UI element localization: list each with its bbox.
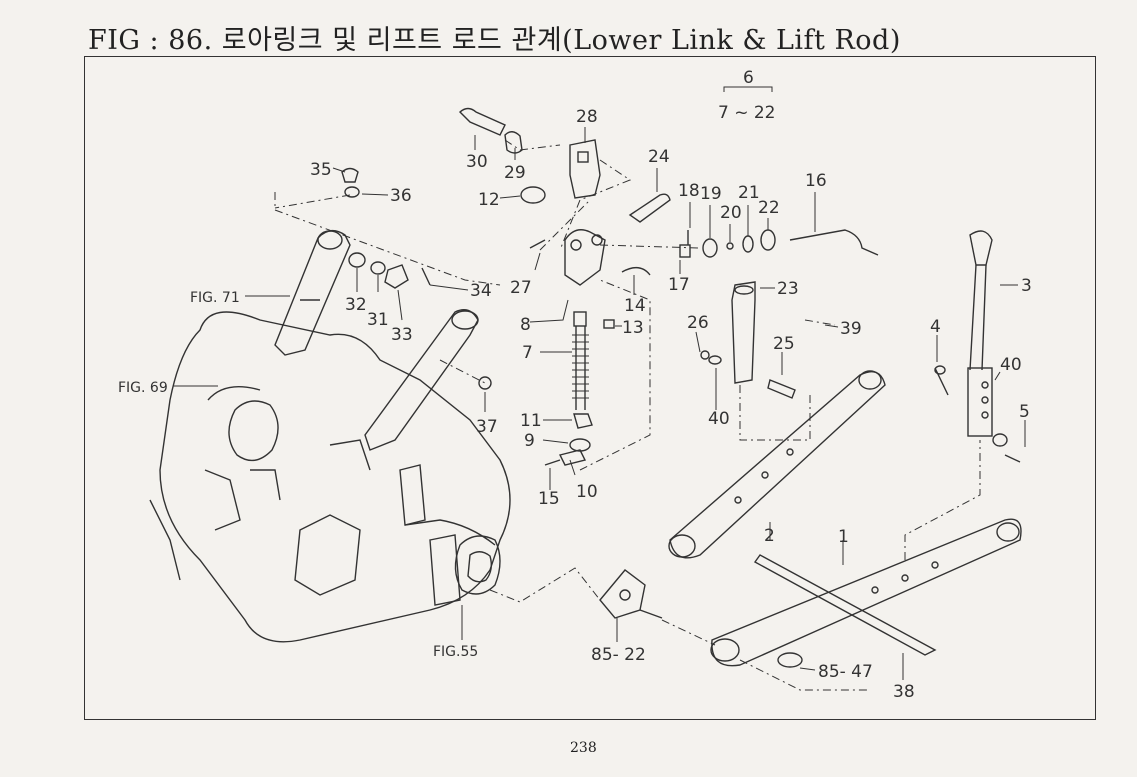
label-24: 24 — [648, 147, 670, 167]
label-31: 31 — [367, 310, 389, 330]
label-26: 26 — [687, 313, 709, 333]
label-19: 19 — [700, 184, 722, 204]
label-18: 18 — [678, 181, 700, 201]
label-27: 27 — [510, 278, 532, 298]
arm-hardware — [341, 167, 431, 289]
group-label-range: 7 ~ 22 — [718, 103, 776, 123]
fig-ref-55: FIG.55 — [433, 644, 478, 660]
lift-arm-left — [274, 230, 351, 356]
check-assembly — [679, 229, 879, 399]
label-8: 8 — [520, 315, 531, 335]
label-12: 12 — [478, 190, 500, 210]
fig-ref-69: FIG. 69 — [118, 380, 168, 396]
label-37: 37 — [476, 417, 498, 437]
leader-lines — [173, 86, 1026, 680]
label-9: 9 — [524, 431, 535, 451]
label-13: 13 — [622, 318, 644, 338]
label-14: 14 — [624, 296, 646, 316]
page-title: FIG : 86. 로아링크 및 리프트 로드 관계(Lower Link & … — [88, 25, 901, 56]
label-25: 25 — [773, 334, 795, 354]
label-11: 11 — [520, 411, 542, 431]
label-40-right: 40 — [1000, 355, 1022, 375]
lower-link-1 — [710, 518, 1022, 668]
label-33: 33 — [391, 325, 413, 345]
lift-arm-right — [364, 309, 492, 451]
label-21: 21 — [738, 183, 760, 203]
label-3: 3 — [1021, 276, 1032, 296]
transmission-housing — [149, 311, 511, 643]
part-labels: 6 7 ~ 22 FIG. 71 FIG. 69 FIG.55 35 36 30… — [118, 68, 1032, 702]
bracket-85-22 — [599, 569, 663, 619]
page-number: 238 — [570, 740, 597, 756]
label-22: 22 — [758, 198, 780, 218]
label-36: 36 — [390, 186, 412, 206]
label-39: 39 — [840, 319, 862, 339]
fig-ref-71: FIG. 71 — [190, 290, 240, 306]
assembly-lines — [274, 139, 981, 691]
label-1: 1 — [838, 527, 849, 547]
label-16: 16 — [805, 171, 827, 191]
group-label-top: 6 — [743, 68, 754, 88]
label-85-22: 85- 22 — [591, 645, 646, 665]
label-35: 35 — [310, 160, 332, 180]
label-30: 30 — [466, 152, 488, 172]
label-40-center: 40 — [708, 409, 730, 429]
label-4: 4 — [930, 317, 941, 337]
label-85-47: 85- 47 — [818, 662, 873, 682]
label-29: 29 — [504, 163, 526, 183]
label-15: 15 — [538, 489, 560, 509]
label-7: 7 — [522, 343, 533, 363]
label-38: 38 — [893, 682, 915, 702]
label-17: 17 — [668, 275, 690, 295]
label-23: 23 — [777, 279, 799, 299]
lift-rod-right — [934, 230, 1021, 463]
label-28: 28 — [576, 107, 598, 127]
label-5: 5 — [1019, 402, 1030, 422]
label-34: 34 — [470, 281, 492, 301]
lower-link-2 — [668, 370, 886, 559]
label-32: 32 — [345, 295, 367, 315]
label-20: 20 — [720, 203, 742, 223]
diagram-frame — [84, 56, 1096, 720]
label-2: 2 — [764, 526, 775, 546]
lift-rod-assembly — [458, 107, 671, 466]
label-10: 10 — [576, 482, 598, 502]
